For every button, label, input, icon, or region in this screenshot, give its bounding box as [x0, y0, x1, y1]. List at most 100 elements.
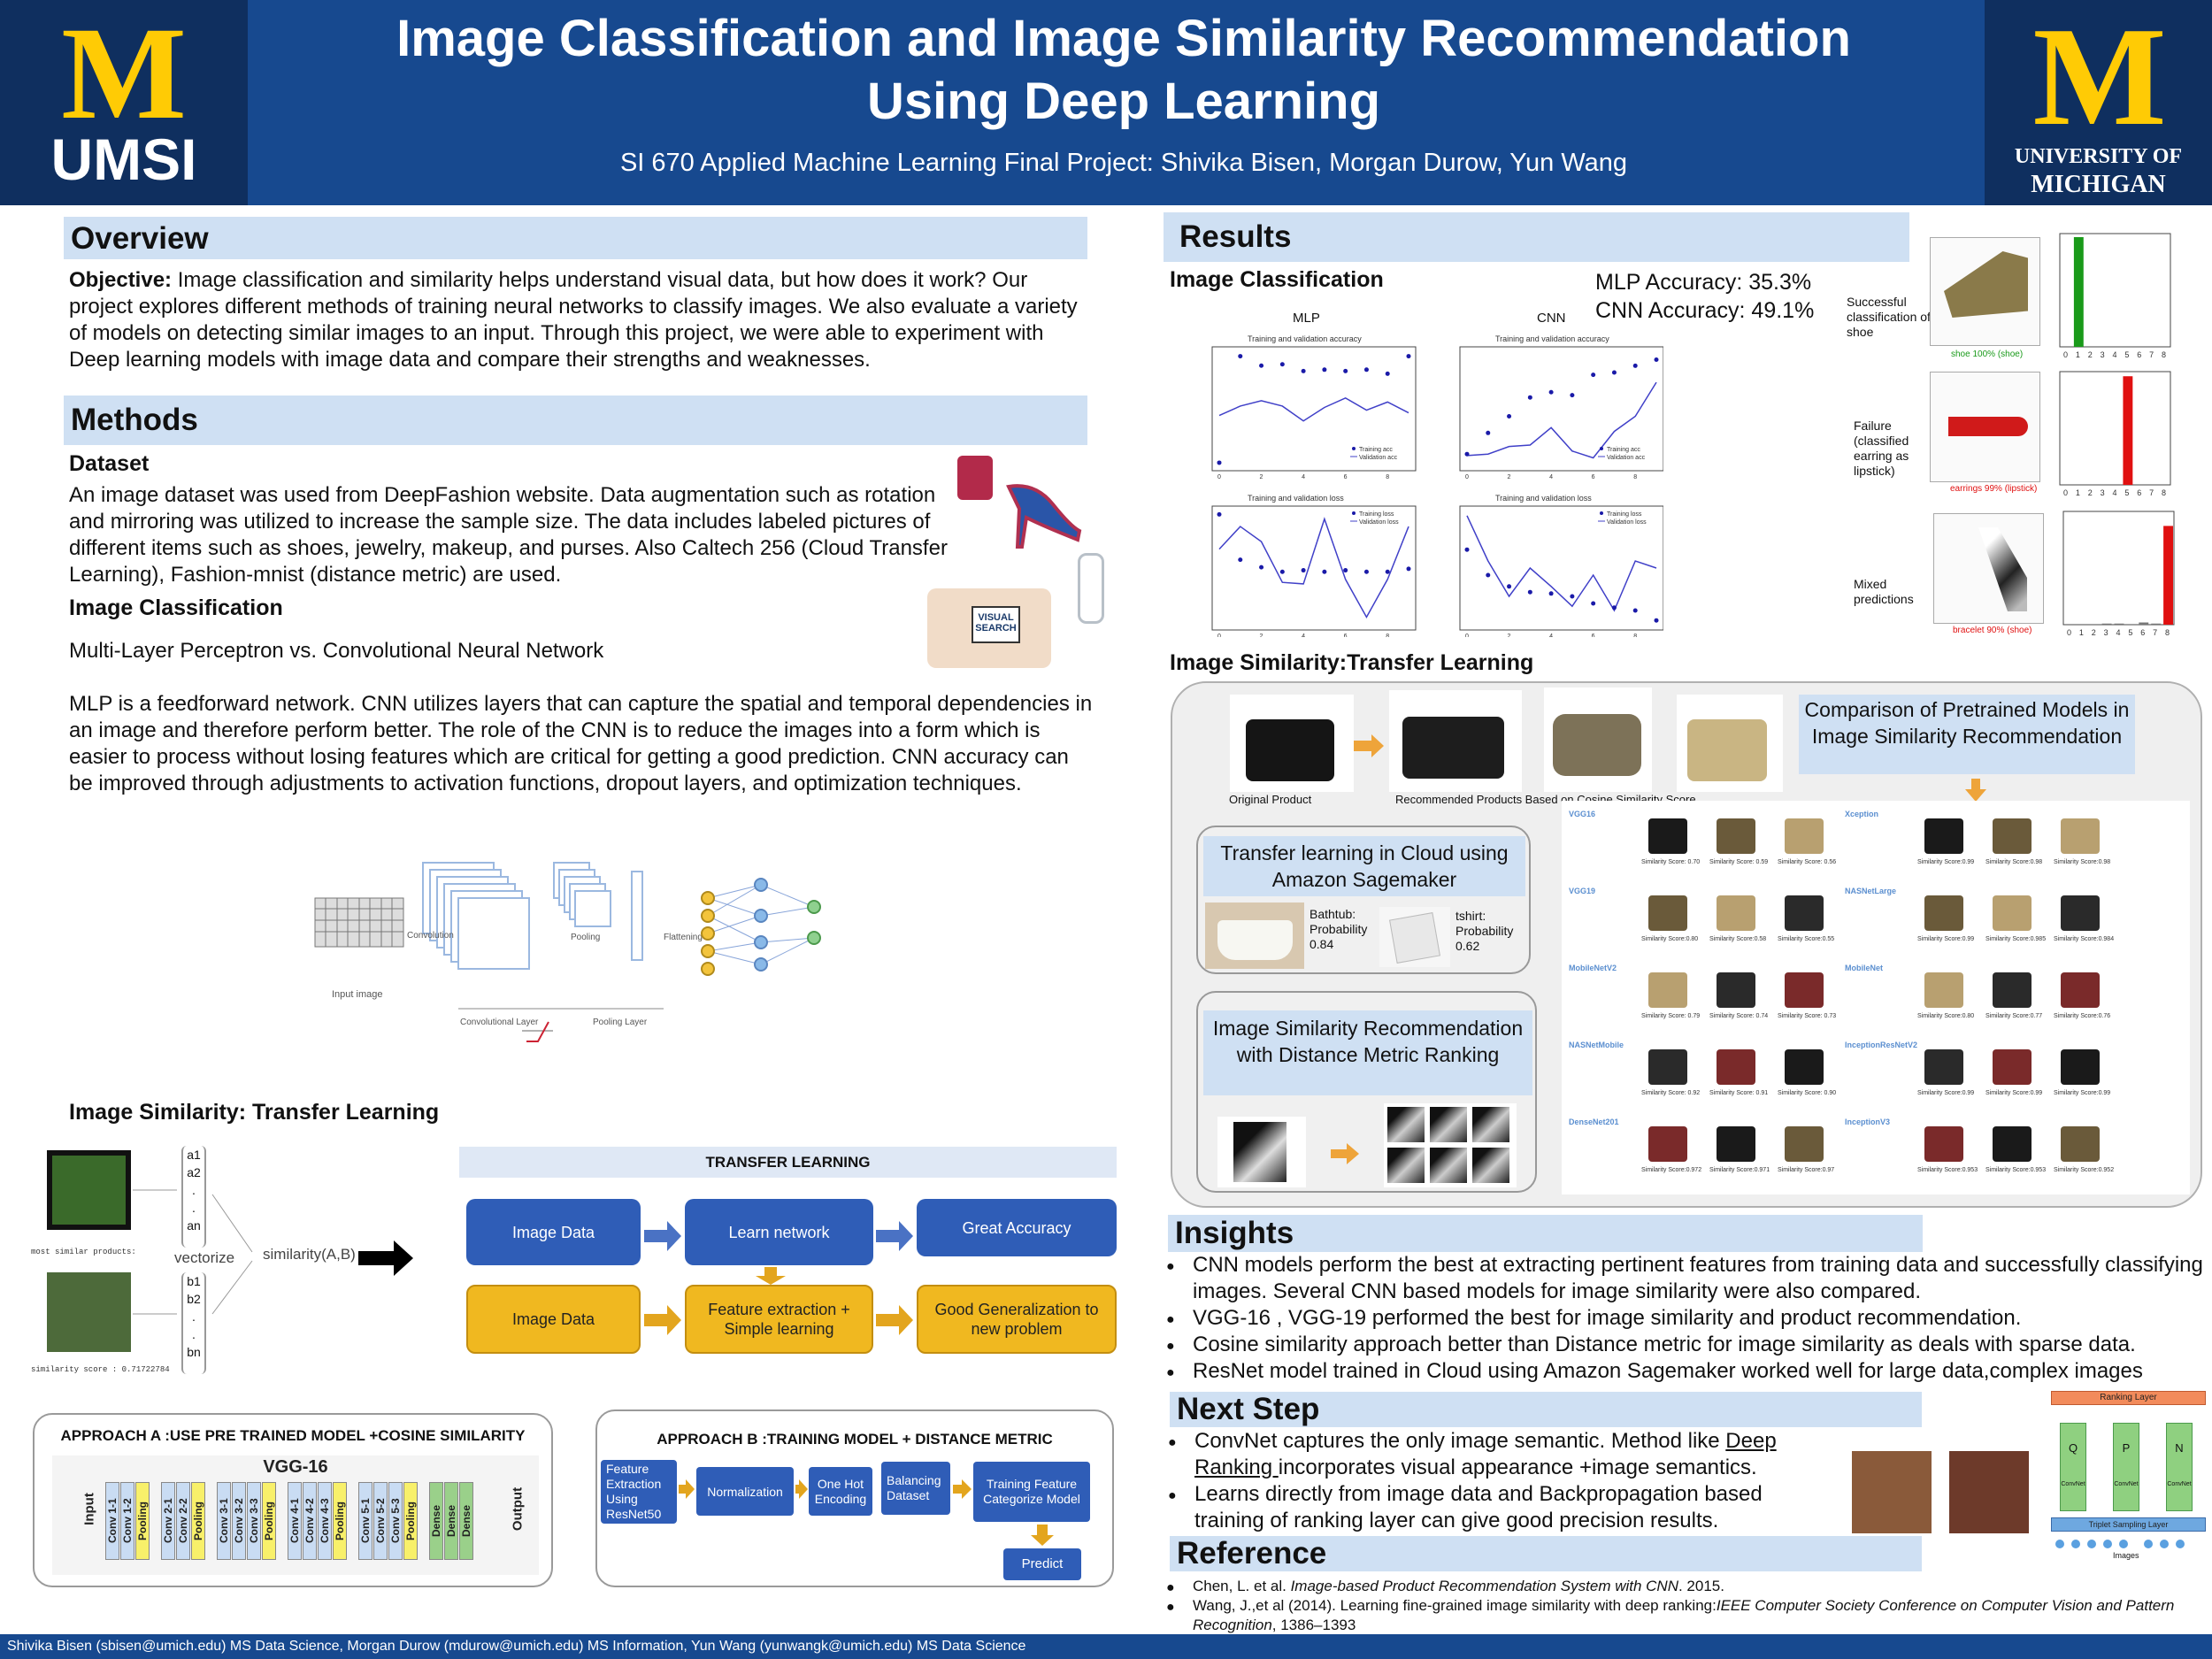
- similarity-score-label: Similarity Score:0.972: [1641, 1167, 1702, 1173]
- recommended-image-3: [1677, 695, 1783, 792]
- prob-bar: [2163, 526, 2173, 625]
- next-step-image-2: [1949, 1451, 2029, 1533]
- similarity-score-label: Similarity Score:0.984: [2054, 936, 2115, 942]
- university-of-michigan-logo: M: [1985, 0, 2212, 205]
- query-boot-shape: [1233, 1122, 1286, 1182]
- model-name-label: InceptionV3: [1845, 1118, 1891, 1126]
- similarity-score-label: Similarity Score:0.953: [1985, 1167, 2047, 1173]
- distance-metric-panel: Image Similarity Recommendation with Dis…: [1196, 991, 1537, 1193]
- cloud-title: Transfer learning in Cloud using Amazon …: [1203, 836, 1525, 896]
- prob-tick-label: 6: [2137, 488, 2141, 497]
- deep-ranking-link[interactable]: Deep Ranking: [1194, 1429, 1777, 1479]
- recommended-image-2: [1544, 687, 1652, 792]
- model-name-label: NASNetLarge: [1845, 887, 1897, 895]
- pooling-label: Pooling: [571, 933, 600, 942]
- training-point: [1279, 362, 1285, 367]
- prob-bar: [2151, 623, 2162, 625]
- visual-search-label: VISUAL SEARCH: [972, 606, 1020, 643]
- ranking-layer-box: Ranking Layer: [2051, 1391, 2206, 1405]
- vector-b-item: .: [192, 1310, 196, 1324]
- similarity-score-label: Similarity Score:0.97: [1778, 1167, 1835, 1173]
- orange-arrow-icon: [1354, 734, 1385, 762]
- input-grid: [314, 897, 404, 948]
- approach-a-panel: APPROACH A :USE PRE TRAINED MODEL +COSIN…: [33, 1413, 553, 1587]
- tshirt-shape: [1389, 912, 1440, 964]
- training-point: [1611, 605, 1617, 611]
- vgg-layer: Conv 2-2: [176, 1482, 190, 1560]
- similarity-score-label: Similarity Score:0.98: [2054, 859, 2111, 865]
- model-name-label: MobileNet: [1845, 964, 1884, 972]
- model-result-thumbnail: [1924, 972, 1963, 1008]
- similarity-score-label: Similarity Score:0.77: [1985, 1013, 2043, 1019]
- prob-tick-label: 7: [2149, 488, 2154, 497]
- vgg-layer: Conv 5-1: [358, 1482, 373, 1560]
- example-pred-2: earrings 99% (lipstick): [1950, 484, 2038, 494]
- prob-tick-label: 1: [2079, 628, 2084, 637]
- vgg-layer: Pooling: [403, 1482, 418, 1560]
- prob-tick-label: 0: [2063, 488, 2068, 497]
- reference-list: Chen, L. et al. Image-based Product Reco…: [1166, 1577, 2201, 1635]
- methods-heading: Methods: [64, 396, 1087, 445]
- training-point: [1363, 367, 1369, 373]
- bracelet-example-image: [1933, 513, 2044, 624]
- vgg-layer: Dense: [459, 1482, 473, 1560]
- vgg-input-label: Input: [81, 1493, 97, 1525]
- legend-label: Validation loss: [1607, 519, 1647, 526]
- x-tick-label: 2: [1508, 474, 1511, 480]
- objective-text: Image classification and similarity help…: [69, 268, 1078, 372]
- similarity-score-label: Similarity Score:0.80: [1917, 1013, 1975, 1019]
- vgg-layer: Conv 1-2: [120, 1482, 134, 1560]
- convolution-label: Convolution: [407, 931, 454, 941]
- model-result-thumbnail: [1717, 972, 1755, 1008]
- insight-item: Cosine similarity approach better than D…: [1166, 1332, 2210, 1360]
- training-point: [1591, 601, 1596, 606]
- similarity-score-label: Similarity Score: 0.74: [1709, 1013, 1769, 1019]
- title-line-1: Image Classification and Image Similarit…: [396, 10, 1851, 67]
- legend-marker: [1600, 447, 1603, 450]
- vector-b-item: bn: [187, 1345, 201, 1359]
- model-result-thumbnail: [2061, 1049, 2100, 1085]
- model-result-thumbnail: [2061, 1126, 2100, 1162]
- poster-subtitle: SI 670 Applied Machine Learning Final Pr…: [619, 149, 1628, 177]
- prob-tick-label: 6: [2137, 350, 2141, 359]
- model-result-thumbnail: [1785, 972, 1824, 1008]
- tl-feature-extraction: Feature extraction + Simple learning: [685, 1285, 873, 1354]
- lipstick-shape: [1948, 417, 2028, 436]
- flattening-label: Flattening: [664, 933, 703, 942]
- distance-results-grid: [1384, 1103, 1517, 1187]
- reference-item: Chen, L. et al. Image-based Product Reco…: [1166, 1577, 2201, 1598]
- prob-bar: [2114, 623, 2124, 625]
- training-point: [1548, 389, 1554, 395]
- prob-tick-label: 3: [2101, 350, 2105, 359]
- model-result-thumbnail: [1648, 1049, 1687, 1085]
- approach-b-step-feature-extraction: Feature Extraction Using ResNet50: [601, 1460, 677, 1524]
- similarity-score-label: Similarity Score:0.971: [1709, 1167, 1770, 1173]
- vector-b-item: .: [192, 1327, 196, 1341]
- prob-tick-label: 1: [2076, 350, 2080, 359]
- model-result-thumbnail: [1648, 1126, 1687, 1162]
- transfer-learning-title: TRANSFER LEARNING: [459, 1147, 1117, 1178]
- model-result-thumbnail: [1924, 1126, 1963, 1162]
- legend-label: Validation loss: [1359, 519, 1399, 526]
- legend-label: Training loss: [1359, 511, 1394, 518]
- ref-text: . 2015.: [1678, 1578, 1724, 1594]
- cnn-panel-label: CNN: [1537, 311, 1566, 326]
- bird-image-a: [47, 1150, 131, 1230]
- legend-label: Training loss: [1607, 511, 1642, 518]
- x-tick-label: 8: [1386, 474, 1389, 480]
- training-point: [1464, 451, 1470, 457]
- prob-chart-frame: [2059, 371, 2171, 486]
- vgg-layer: Conv 5-2: [373, 1482, 388, 1560]
- training-point: [1406, 566, 1411, 572]
- q-label: Q: [2068, 1441, 2078, 1455]
- training-point: [1301, 568, 1306, 573]
- example-caption-2: Failure (classified earring as lipstick): [1854, 419, 1909, 478]
- model-result-thumbnail: [1785, 1049, 1824, 1085]
- pooling-layer-label: Pooling Layer: [593, 1018, 648, 1027]
- model-result-thumbnail: [1993, 818, 2032, 854]
- model-result-thumbnail: [1648, 818, 1687, 854]
- vgg-layer: Dense: [429, 1482, 443, 1560]
- prob-bar: [2123, 376, 2133, 485]
- shoe-example-image: [1930, 237, 2040, 346]
